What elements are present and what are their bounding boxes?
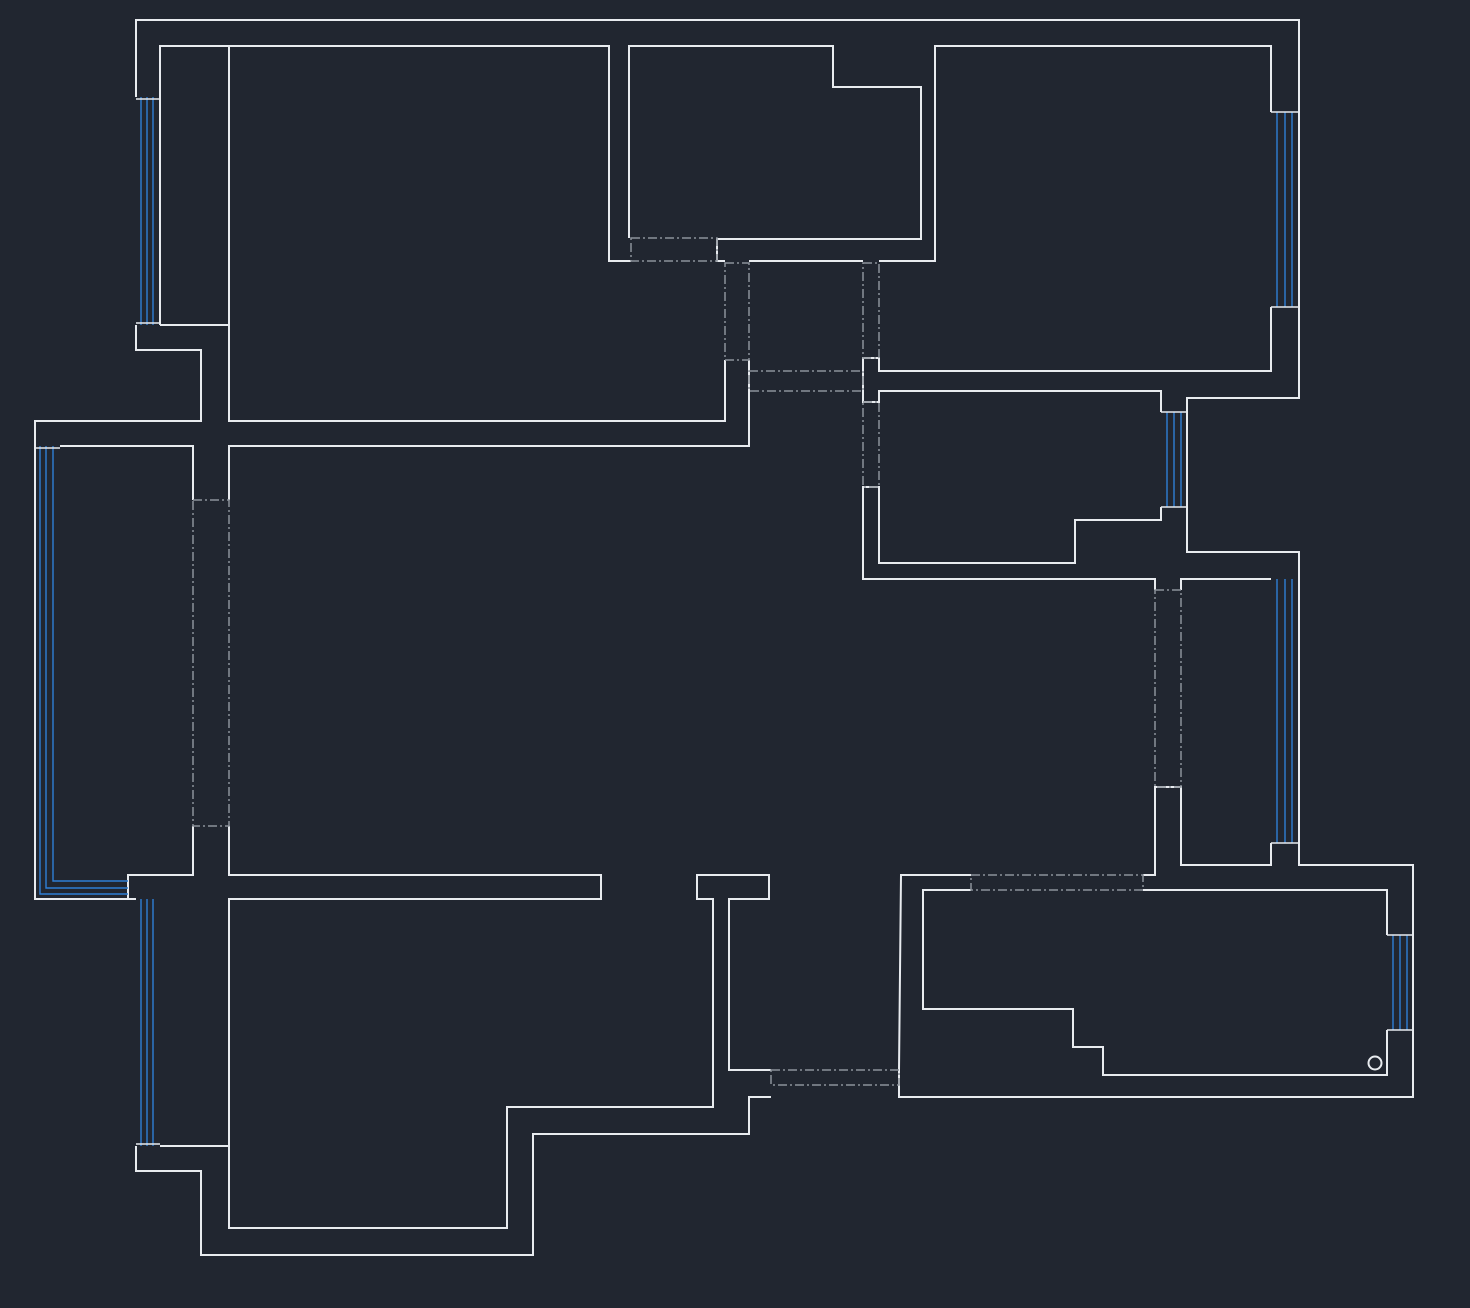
- openings: [192, 237, 1182, 1086]
- wall-bathroom: [862, 486, 1162, 590]
- window-southwest: [136, 899, 160, 1146]
- wall-kitchen-counter: [922, 889, 1388, 1076]
- walls: [34, 19, 1414, 1256]
- windows: [35, 97, 1413, 1146]
- fixtures: [1367, 1055, 1383, 1071]
- wall-kitchen-inner: [1143, 889, 1388, 935]
- window-west: [35, 446, 128, 895]
- window-line: [45, 446, 128, 889]
- door-west-balcony: [192, 499, 230, 827]
- wall-sw-balcony: [135, 1096, 771, 1256]
- door-east-balcony: [1154, 589, 1182, 788]
- wall-bedroom-nw: [228, 46, 726, 422]
- wall-east-balcony: [1180, 578, 1271, 590]
- wall-nw-step: [34, 325, 202, 900]
- window-northeast: [1271, 111, 1299, 308]
- door-corridor-south: [748, 370, 864, 392]
- door-kitchen-north: [970, 874, 1144, 891]
- outer-wall-north: [135, 19, 1414, 1098]
- wall-bedroom-ne: [879, 45, 1272, 262]
- window-kitchen: [1387, 934, 1413, 1031]
- door-corridor-west: [724, 262, 750, 361]
- wall-bedroom-small: [628, 45, 922, 262]
- wall-east-balcony-south: [1143, 786, 1272, 876]
- door-bathroom: [862, 401, 880, 488]
- door-kitchen-south: [770, 1069, 900, 1086]
- wall-bedroom-ne-east: [862, 307, 1272, 412]
- wall-west-balcony: [60, 445, 194, 500]
- door-corridor-east: [862, 262, 880, 359]
- wall-nw-balcony: [159, 45, 631, 325]
- wall-bedroom-nw-south: [228, 360, 750, 500]
- window-line: [39, 446, 128, 895]
- window-east: [1271, 579, 1299, 844]
- window-line: [52, 446, 128, 882]
- wall-west-balcony-south: [127, 826, 194, 900]
- window-northwest: [136, 97, 160, 325]
- window-bathroom: [1161, 411, 1187, 508]
- wall-living-south: [228, 826, 771, 1229]
- circle-drain-icon: [1367, 1055, 1383, 1071]
- door-bedroom-small: [630, 237, 718, 262]
- wall-kitchen: [898, 874, 971, 1071]
